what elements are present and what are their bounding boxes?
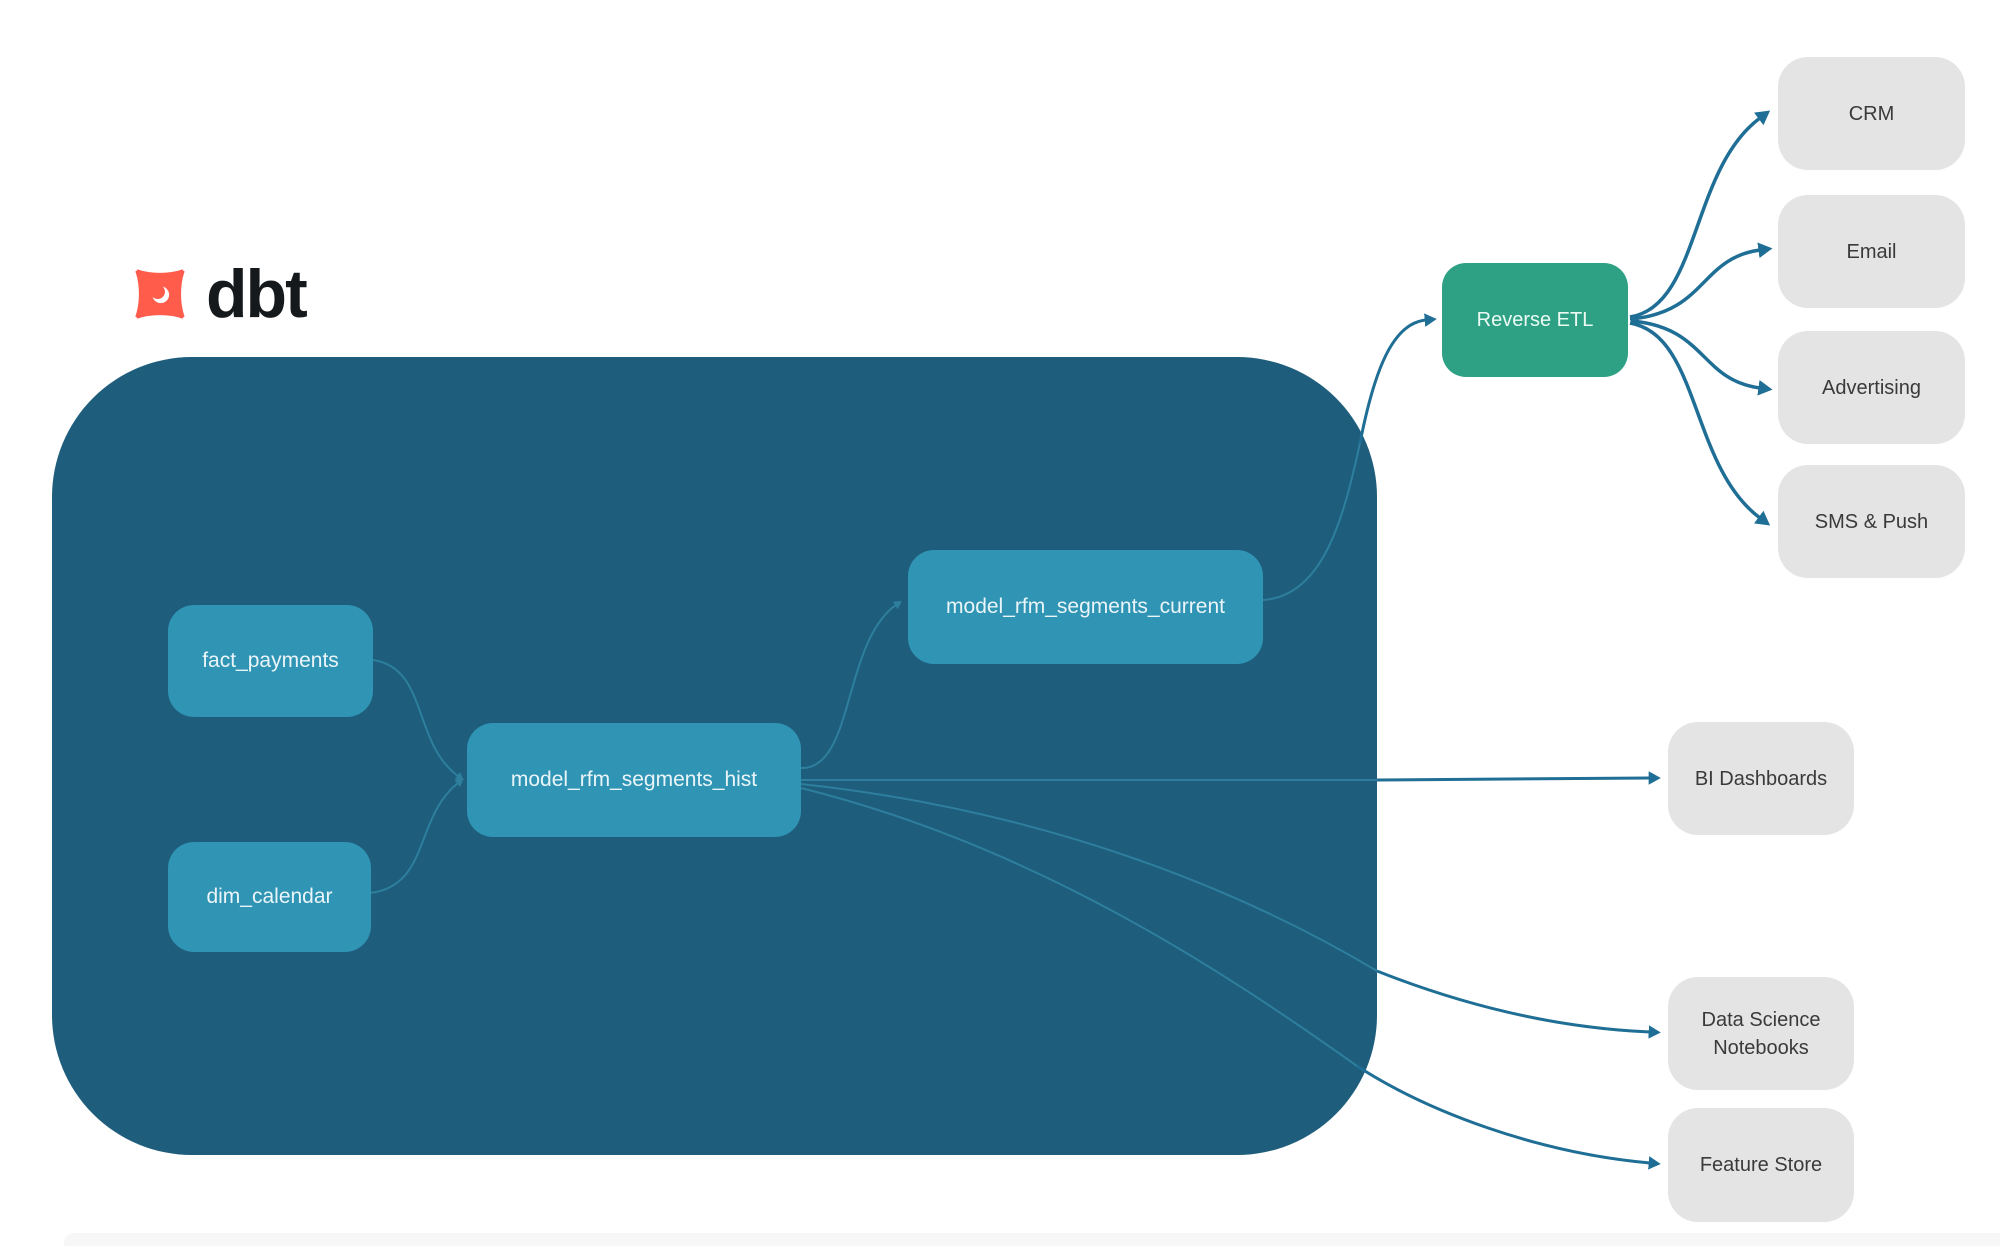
edge-hist-to-feature-store <box>1356 1064 1661 1170</box>
node-fact-payments: fact_payments <box>168 605 373 717</box>
node-feature-store: Feature Store <box>1668 1108 1854 1222</box>
bottom-edge-band <box>64 1233 2000 1246</box>
edge-current-to-reverse-etl <box>1358 313 1437 444</box>
node-crm-label: CRM <box>1848 102 1895 125</box>
node-model-rfm-segments-current: model_rfm_segments_current <box>908 550 1263 664</box>
node-feature-store-label: Feature Store <box>1699 1154 1823 1176</box>
node-email: Email <box>1778 195 1965 308</box>
edge-hist-to-bi-dashboards <box>1376 771 1661 785</box>
node-crm: CRM <box>1778 57 1965 170</box>
dbt-logo-text: dbt <box>206 256 308 332</box>
node-advertising: Advertising <box>1778 331 1965 444</box>
node-data-science-notebooks: Data Science Notebooks <box>1668 977 1854 1090</box>
node-bi-dashboards-label: BI Dashboards <box>1694 767 1828 790</box>
dbt-logo: dbt <box>122 256 308 332</box>
dbt-logo-icon <box>129 263 191 325</box>
edge-hist-to-current <box>800 600 902 770</box>
node-sms-push-label: SMS & Push <box>1814 510 1929 533</box>
node-bi-dashboards: BI Dashboards <box>1668 722 1854 835</box>
node-dim-calendar: dim_calendar <box>168 842 371 952</box>
edge-hist-to-feature-store-inside <box>800 787 1358 1067</box>
edge-reverse-etl-to-crm <box>1629 110 1771 319</box>
node-model-rfm-segments-current-label: model_rfm_segments_current <box>946 595 1225 618</box>
edge-hist-to-data-science-inside <box>800 783 1378 972</box>
node-reverse-etl-label: Reverse ETL <box>1476 308 1594 331</box>
node-dim-calendar-label: dim_calendar <box>206 885 333 908</box>
edge-current-to-reverse-etl-inside <box>1262 442 1361 601</box>
edge-dim-calendar-to-hist <box>369 778 464 894</box>
node-sms-push: SMS & Push <box>1778 465 1965 578</box>
node-advertising-label: Advertising <box>1822 376 1921 399</box>
edge-hist-to-data-science <box>1376 969 1661 1039</box>
node-reverse-etl: Reverse ETL <box>1442 263 1628 377</box>
node-model-rfm-segments-hist-label: model_rfm_segments_hist <box>510 768 758 791</box>
edge-fact-payments-to-hist <box>372 659 464 781</box>
edge-reverse-etl-to-sms-push <box>1629 321 1771 526</box>
node-data-science-notebooks-label: Data Science Notebooks <box>1701 1008 1821 1059</box>
node-fact-payments-label: fact_payments <box>202 649 339 672</box>
node-model-rfm-segments-hist: model_rfm_segments_hist <box>467 723 801 837</box>
edge-reverse-etl-to-advertising <box>1630 319 1773 396</box>
node-email-label: Email <box>1846 240 1897 263</box>
edge-reverse-etl-to-email <box>1629 242 1773 321</box>
